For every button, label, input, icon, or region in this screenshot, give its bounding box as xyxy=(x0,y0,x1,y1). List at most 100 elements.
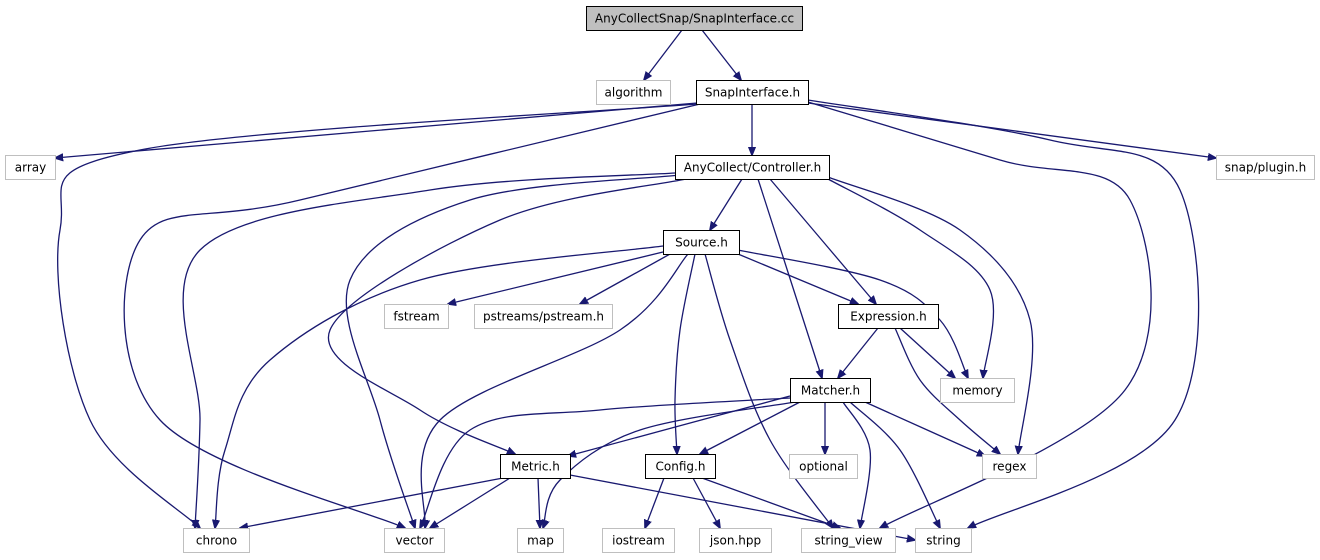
node-map: map xyxy=(517,528,564,553)
node-label: vector xyxy=(395,534,433,548)
node-string: string xyxy=(915,528,972,553)
node-label: array xyxy=(15,161,46,175)
edge-source-h-to-vector xyxy=(420,253,689,528)
edge-metric-h-to-vector xyxy=(430,477,511,528)
node-box xyxy=(596,80,671,105)
edge-source-h-to-string-view xyxy=(704,253,833,528)
edge-metric-h-to-map xyxy=(538,477,540,528)
node-label: Source.h xyxy=(675,236,728,250)
node-label: fstream xyxy=(393,310,439,324)
edge-config-h-to-iostream xyxy=(645,477,665,528)
edge-controller-h-to-source-h xyxy=(710,178,743,230)
node-label: iostream xyxy=(612,534,665,548)
edge-controller-h-to-memory xyxy=(827,178,995,378)
node-label: string_view xyxy=(814,534,882,548)
node-box xyxy=(645,454,716,479)
node-label: string xyxy=(926,534,960,548)
node-controller-h[interactable]: AnyCollect/Controller.h xyxy=(675,155,830,180)
node-label: AnyCollect/Controller.h xyxy=(684,161,821,175)
node-box xyxy=(940,378,1015,403)
edge-config-h-to-string-view xyxy=(701,477,840,528)
node-optional: optional xyxy=(789,454,858,479)
node-metric-h[interactable]: Metric.h xyxy=(500,454,571,479)
edge-metric-h-to-chrono xyxy=(240,477,504,528)
node-box xyxy=(500,454,571,479)
node-box xyxy=(790,378,871,403)
edge-matcher-h-to-vector xyxy=(420,397,791,528)
edge-snapinterface-h-to-array xyxy=(55,102,698,158)
node-box xyxy=(517,528,564,553)
edge-controller-h-to-chrono xyxy=(182,172,676,528)
node-source-h[interactable]: Source.h xyxy=(663,230,740,255)
edge-root-to-snapinterface-h xyxy=(701,29,741,80)
edge-source-h-to-pstream-h xyxy=(580,253,671,304)
node-label: chrono xyxy=(196,534,237,548)
node-array: array xyxy=(5,155,56,180)
edge-matcher-h-to-string xyxy=(849,401,940,528)
node-box xyxy=(915,528,972,553)
edge-controller-h-to-expression-h xyxy=(769,178,876,304)
node-label: json.hpp xyxy=(709,534,761,548)
node-expression-h[interactable]: Expression.h xyxy=(838,304,939,329)
node-root[interactable]: AnyCollectSnap/SnapInterface.cc xyxy=(586,6,803,31)
edge-matcher-h-to-regex xyxy=(864,401,985,456)
edge-expression-h-to-regex xyxy=(894,327,1000,454)
node-config-h[interactable]: Config.h xyxy=(645,454,716,479)
node-label: Config.h xyxy=(656,460,706,474)
edge-matcher-h-to-metric-h xyxy=(568,395,791,456)
node-box xyxy=(801,528,896,553)
node-label: pstreams/pstream.h xyxy=(483,310,604,324)
node-box xyxy=(586,6,803,31)
node-box xyxy=(5,155,56,180)
node-box xyxy=(663,230,740,255)
edge-config-h-to-json-hpp xyxy=(692,477,720,528)
node-box xyxy=(699,528,772,553)
edges-layer xyxy=(55,29,1216,540)
node-label: Matcher.h xyxy=(801,384,860,398)
node-box xyxy=(384,528,445,553)
node-label: optional xyxy=(799,460,848,474)
node-label: Expression.h xyxy=(850,310,927,324)
edge-source-h-to-memory xyxy=(737,249,968,378)
node-label: snap/plugin.h xyxy=(1225,161,1306,175)
node-label: regex xyxy=(993,460,1027,474)
node-matcher-h[interactable]: Matcher.h xyxy=(790,378,871,403)
node-algorithm: algorithm xyxy=(596,80,671,105)
node-box xyxy=(183,528,250,553)
node-chrono: chrono xyxy=(183,528,250,553)
node-box xyxy=(838,304,939,329)
node-json-hpp: json.hpp xyxy=(699,528,772,553)
edge-expression-h-to-memory xyxy=(899,327,955,378)
edge-source-h-to-chrono xyxy=(215,245,664,528)
node-label: memory xyxy=(952,384,1002,398)
node-label: algorithm xyxy=(605,86,663,100)
node-label: SnapInterface.h xyxy=(705,86,800,100)
node-iostream: iostream xyxy=(602,528,675,553)
edge-snapinterface-h-to-chrono xyxy=(57,103,698,528)
edge-expression-h-to-matcher-h xyxy=(838,327,879,378)
node-box xyxy=(696,80,809,105)
node-pstream-h: pstreams/pstream.h xyxy=(474,304,613,329)
edge-root-to-algorithm xyxy=(644,29,683,80)
edge-controller-h-to-metric-h xyxy=(327,178,687,454)
node-box xyxy=(602,528,675,553)
edge-source-h-to-config-h xyxy=(675,253,696,454)
node-memory: memory xyxy=(940,378,1015,403)
edge-controller-h-to-matcher-h xyxy=(757,178,822,378)
edge-snapinterface-h-to-snap-plugin-h xyxy=(807,102,1216,158)
edge-matcher-h-to-config-h xyxy=(700,401,801,454)
node-vector: vector xyxy=(384,528,445,553)
edge-controller-h-to-regex xyxy=(827,176,1034,454)
node-box xyxy=(1216,155,1315,180)
node-snapinterface-h[interactable]: SnapInterface.h xyxy=(696,80,809,105)
node-box xyxy=(474,304,613,329)
node-label: AnyCollectSnap/SnapInterface.cc xyxy=(595,12,794,26)
node-string-view: string_view xyxy=(801,528,896,553)
node-snap-plugin-h: snap/plugin.h xyxy=(1216,155,1315,180)
node-box xyxy=(384,304,449,329)
node-label: map xyxy=(527,534,554,548)
node-label: Metric.h xyxy=(511,460,560,474)
node-box xyxy=(675,155,830,180)
edge-snapinterface-h-to-string xyxy=(807,99,1200,528)
